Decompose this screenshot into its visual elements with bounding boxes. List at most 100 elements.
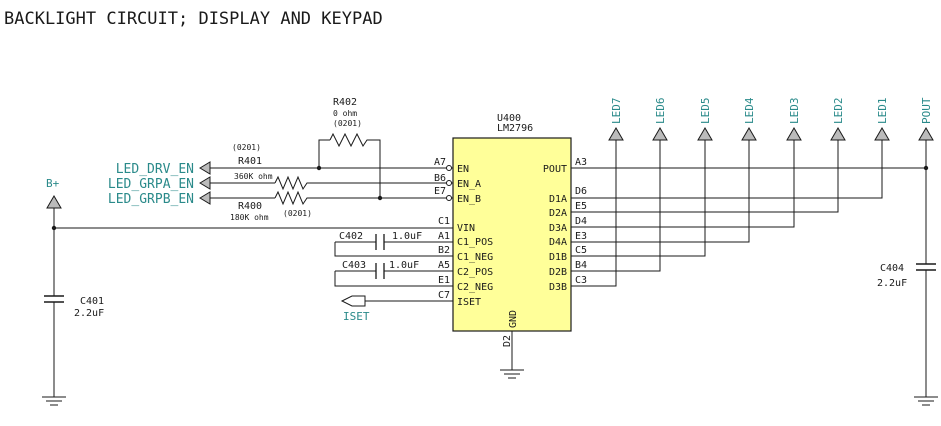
pin-bubble-en	[446, 165, 452, 171]
net-arrow-led-drv-en	[199, 161, 211, 175]
net-label-led2: LED2	[832, 98, 845, 125]
junction-pout	[923, 165, 929, 171]
pin-name-d2a: D2A	[549, 208, 567, 219]
junction-en-b	[377, 195, 383, 201]
pin-num-d4: D4	[575, 216, 587, 227]
c401-ref: C401	[80, 296, 104, 307]
resistor-r402	[329, 132, 370, 148]
pin-num-e1: E1	[438, 275, 450, 286]
net-label-led5: LED5	[699, 98, 712, 125]
r400-ref: R400	[238, 201, 262, 212]
net-label-led3: LED3	[788, 98, 801, 125]
ic-ref: U400	[497, 113, 521, 124]
net-label-iset: ISET	[343, 310, 370, 323]
pin-bubble-en-a	[446, 180, 452, 186]
net-label-led4: LED4	[743, 97, 756, 124]
resistor-r401	[274, 175, 310, 191]
pin-num-d6: D6	[575, 186, 587, 197]
schematic-title: BACKLIGHT CIRCUIT; DISPLAY AND KEYPAD	[4, 9, 383, 29]
pin-bubble-en-b	[446, 195, 452, 201]
b-plus-power-symbol	[46, 195, 62, 209]
ground-symbol-c404	[914, 396, 938, 406]
pin-name-c1-pos: C1_POS	[457, 237, 493, 248]
ic-u400-body	[452, 137, 572, 332]
pin-num-c7: C7	[438, 290, 450, 301]
iset-port-symbol	[340, 295, 366, 307]
pin-name-iset: ISET	[457, 297, 481, 308]
pin-num-c5: C5	[575, 245, 587, 256]
net-label-led-drv-en: LED_DRV_EN	[116, 162, 194, 177]
pin-num-b2: B2	[438, 245, 450, 256]
pin-name-d1b: D1B	[549, 252, 567, 263]
r402-pkg: (0201)	[333, 119, 362, 128]
c2-neg-wire	[334, 271, 453, 287]
pin-num-a1: A1	[438, 231, 450, 242]
pout-arrow	[918, 127, 934, 141]
net-arrow-led-grpa-en	[199, 176, 211, 190]
pin-num-c3: C3	[575, 275, 587, 286]
led3-arrow	[786, 127, 802, 141]
r402-ref: R402	[333, 97, 357, 108]
led6-arrow	[652, 127, 668, 141]
pin-name-en: EN	[457, 164, 469, 175]
pin-name-c2-pos: C2_POS	[457, 267, 493, 278]
r401-pkg: (0201)	[232, 143, 261, 152]
pin-num-e7: E7	[434, 186, 446, 197]
led4-arrow	[741, 127, 757, 141]
net-label-b-plus: B+	[46, 177, 60, 190]
ground-symbol-ic	[500, 369, 524, 379]
c1-neg-wire	[334, 242, 453, 257]
led-wires	[571, 140, 927, 287]
pin-num-b4: B4	[575, 260, 587, 271]
pin-num-a7: A7	[434, 157, 446, 168]
net-label-pout: POUT	[920, 97, 933, 124]
pin-name-c2-neg: C2_NEG	[457, 282, 493, 293]
pin-name-d3a: D3A	[549, 223, 567, 234]
r401-ref: R401	[238, 156, 262, 167]
net-label-led6: LED6	[654, 98, 667, 125]
net-label-led-grpb-en: LED_GRPB_EN	[108, 192, 194, 207]
pin-name-d2b: D2B	[549, 267, 567, 278]
c403-ref: C403	[342, 260, 366, 271]
net-label-led-grpa-en: LED_GRPA_EN	[108, 177, 194, 192]
led2-arrow	[830, 127, 846, 141]
led7-arrow	[608, 127, 624, 141]
ground-symbol-c401	[42, 396, 66, 406]
net-arrow-led-grpb-en	[199, 191, 211, 205]
pin-num-a5: A5	[438, 260, 450, 271]
pin-name-d3b: D3B	[549, 282, 567, 293]
c404-value: 2.2uF	[877, 278, 907, 289]
pin-name-en-a: EN_A	[457, 179, 481, 190]
c404-ref: C404	[880, 263, 904, 274]
pin-name-c1-neg: C1_NEG	[457, 252, 493, 263]
junction-en	[316, 165, 322, 171]
r401-value: 360K ohm	[234, 172, 273, 181]
led5-arrow	[697, 127, 713, 141]
pin-num-a3: A3	[575, 157, 587, 168]
pin-name-vin: VIN	[457, 223, 475, 234]
pin-num-e5: E5	[575, 201, 587, 212]
r402-value: 0 ohm	[333, 109, 357, 118]
resistor-r400	[274, 190, 310, 206]
c402-ref: C402	[339, 231, 363, 242]
net-label-led1: LED1	[876, 98, 889, 125]
pin-name-d4a: D4A	[549, 237, 567, 248]
net-label-led7: LED7	[610, 98, 623, 125]
pin-name-d1a: D1A	[549, 194, 567, 205]
r400-value: 180K ohm	[230, 213, 269, 222]
c403-value: 1.0uF	[389, 260, 419, 271]
r400-pkg: (0201)	[283, 209, 312, 218]
pin-num-b6: B6	[434, 173, 446, 184]
led1-arrow	[874, 127, 890, 141]
c401-value: 2.2uF	[74, 308, 104, 319]
c402-value: 1.0uF	[392, 231, 422, 242]
pin-num-c1: C1	[438, 216, 450, 227]
pin-num-e3: E3	[575, 231, 587, 242]
pin-name-gnd: GND	[508, 310, 519, 328]
pin-name-en-b: EN_B	[457, 194, 481, 205]
ic-part-number: LM2796	[497, 123, 533, 134]
pin-name-pout: POUT	[543, 164, 567, 175]
pin-num-d2: D2	[502, 335, 513, 347]
